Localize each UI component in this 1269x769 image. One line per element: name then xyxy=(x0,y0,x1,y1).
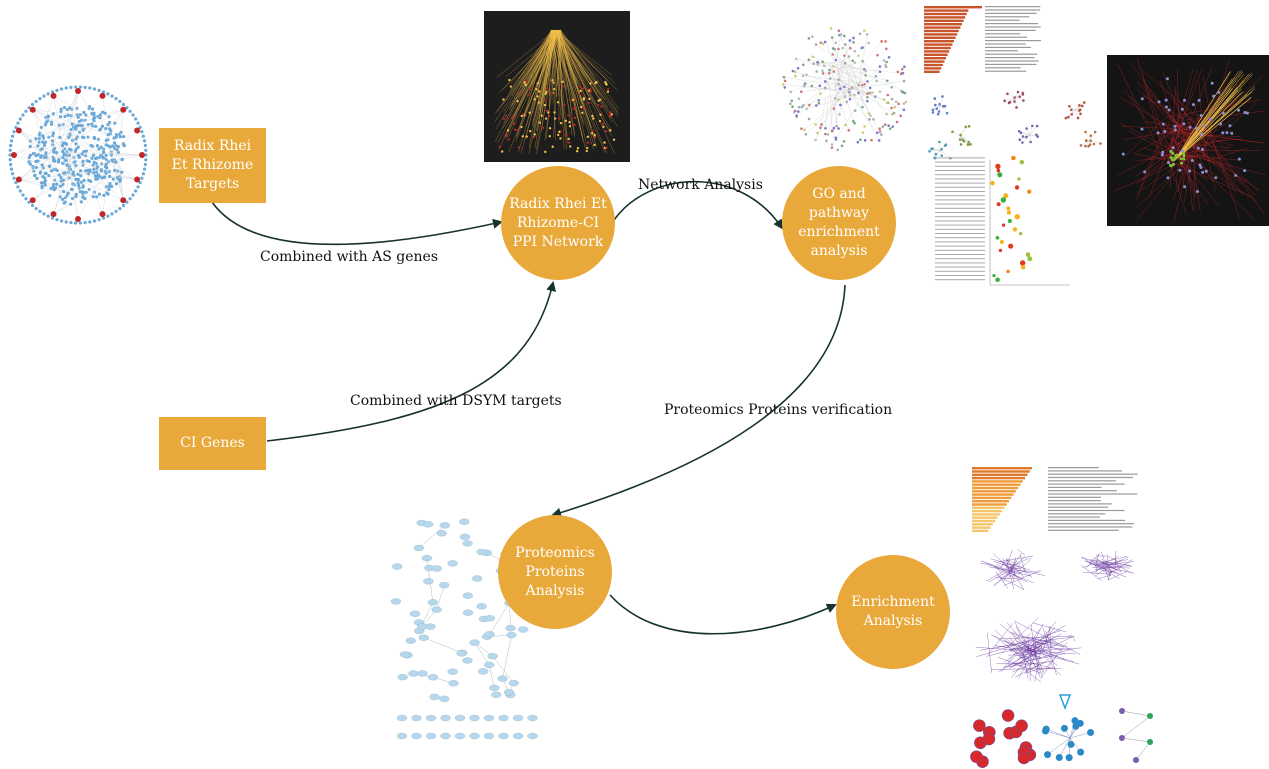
go-enrichment-node: GO and pathway enrichment analysis xyxy=(782,166,896,280)
ppi-network-thumbnail xyxy=(484,11,630,162)
edge-label-dsym-targets: Combined with DSYM targets xyxy=(350,393,562,409)
go-cluster-network-thumbnail xyxy=(781,25,909,152)
arrow-go-to-proteomics xyxy=(551,284,846,518)
targets-network-thumbnail xyxy=(8,85,148,225)
enrichment-analysis-node: Enrichment Analysis xyxy=(836,555,950,669)
arrow-targets-to-ppi xyxy=(211,201,503,246)
arrow-ci-to-ppi xyxy=(266,281,557,442)
ci-genes-node: CI Genes xyxy=(159,417,266,470)
radix-targets-node: Radix Rhei Et Rhizome Targets xyxy=(159,128,266,203)
edge-label-network-analysis: Network Analysis xyxy=(638,177,763,193)
pathway-network-thumbnail xyxy=(1107,55,1269,226)
go-enrichment-figure-thumbnail xyxy=(924,6,1102,286)
enrichment-figure-thumbnail xyxy=(970,467,1153,768)
arrow-ppi-to-go xyxy=(613,180,784,230)
edge-label-proteomics-verification: Proteomics Proteins verification xyxy=(664,402,893,418)
proteomics-node: Proteomics Proteins Analysis xyxy=(498,515,612,629)
edge-label-as-genes: Combined with AS genes xyxy=(260,249,439,265)
arrow-proteomics-to-enrichment xyxy=(609,594,837,635)
ppi-network-node: Radix Rhei Et Rhizome-CI PPI Network xyxy=(501,166,615,280)
